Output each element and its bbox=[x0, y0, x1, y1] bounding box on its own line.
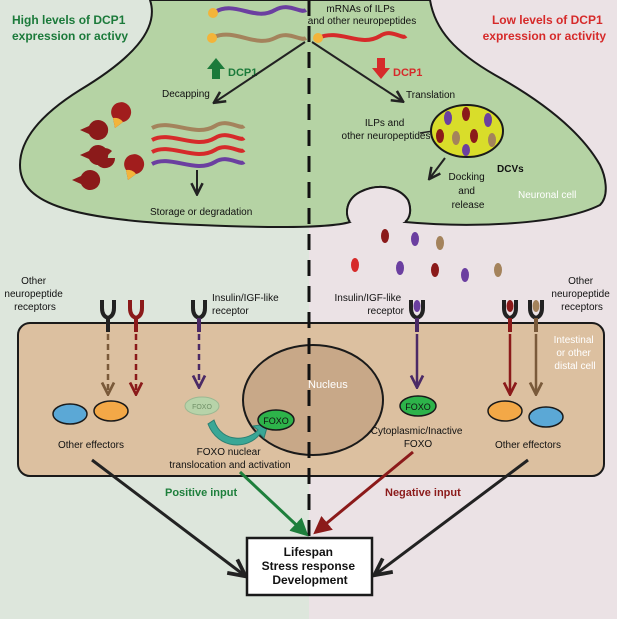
mrna-strands-top bbox=[207, 5, 408, 43]
foxo-inactive-label: Cytoplasmic/Inactive FOXO bbox=[371, 426, 465, 450]
insulin-receptor-label-left: Insulin/IGF-like receptor bbox=[212, 293, 281, 317]
effector-blue-right bbox=[528, 406, 564, 428]
outcome-label: Lifespan Stress response Development bbox=[262, 545, 359, 587]
foxo-cytoplasmic bbox=[399, 395, 437, 417]
foxo-translocation-arrow bbox=[207, 419, 269, 446]
positive-input-arrow bbox=[238, 470, 309, 537]
translation-arrow bbox=[311, 41, 402, 101]
insulin-receptor-label-right: Insulin/IGF-like receptor bbox=[335, 293, 405, 317]
other-effectors-label-right: Other effectors bbox=[495, 440, 561, 451]
dcvs-label: DCVs bbox=[497, 164, 524, 175]
other-effectors-label-left: Other effectors bbox=[58, 440, 124, 451]
receptor-left-brown bbox=[100, 300, 116, 332]
docking-arrow bbox=[430, 157, 446, 178]
foxo-translocation-label: FOXO nuclear translocation and activatio… bbox=[169, 447, 290, 471]
negative-input-label: Negative input bbox=[385, 487, 461, 499]
effector-orange-right bbox=[487, 400, 523, 422]
right-title: Low levels of DCP1 expression or activit… bbox=[483, 13, 607, 43]
dcp1-up-label: DCP1 bbox=[228, 67, 257, 79]
released-neuropeptides bbox=[351, 229, 502, 282]
effector-orange-left bbox=[93, 400, 129, 422]
nucleus-label: Nucleus bbox=[308, 379, 348, 391]
dcp1-up-arrow-icon bbox=[207, 58, 225, 79]
foxo-cytoplasmic-label: FOXO bbox=[405, 402, 431, 412]
neuronal-cell-label: Neuronal cell bbox=[518, 190, 576, 201]
effectors-right-to-outcome-arrow bbox=[376, 458, 529, 574]
outcome-box bbox=[245, 536, 374, 597]
effector-blue-left bbox=[52, 403, 88, 425]
docking-label: Docking and release bbox=[449, 172, 488, 211]
other-receptors-label-right: Other neuropeptide receptors bbox=[551, 276, 612, 313]
mrna-label: mRNAs of ILPs and other neuropeptides bbox=[308, 4, 416, 27]
receptor-left-red bbox=[128, 300, 144, 332]
docking-pocket bbox=[346, 185, 412, 223]
intestinal-cell-label: Intestinal or other distal cell bbox=[554, 335, 597, 372]
dcp1-down-arrow-icon bbox=[372, 58, 390, 79]
insulin-receptor-right bbox=[409, 300, 425, 332]
insulin-receptor-left bbox=[191, 300, 207, 332]
foxo-cytoplasm-faded bbox=[184, 396, 220, 416]
foxo-faded-label: FOXO bbox=[192, 404, 212, 411]
negative-input-arrow bbox=[313, 450, 414, 535]
translation-label: Translation bbox=[406, 90, 455, 101]
stored-mrna-strands bbox=[151, 121, 246, 168]
effectors-left-to-outcome-arrow bbox=[91, 458, 244, 575]
other-receptors-label-left: Other neuropeptide receptors bbox=[4, 276, 65, 313]
storage-label: Storage or degradation bbox=[150, 207, 252, 218]
dcp1-down-label: DCP1 bbox=[393, 67, 422, 79]
decapping-label: Decapping bbox=[162, 89, 210, 100]
receptor-right-brown bbox=[528, 300, 544, 332]
receptor-right-red bbox=[502, 300, 518, 332]
foxo-nuclear-label: FOXO bbox=[263, 416, 289, 426]
decapped-mrna-fragments bbox=[72, 102, 145, 190]
ilps-label: ILPs and other neuropeptides bbox=[342, 118, 431, 142]
foxo-nuclear bbox=[257, 409, 295, 431]
decapping-arrow bbox=[215, 41, 306, 102]
left-title: High levels of DCP1 expression or activy bbox=[12, 13, 129, 43]
dcv-granules bbox=[436, 107, 496, 156]
positive-input-label: Positive input bbox=[165, 487, 237, 499]
